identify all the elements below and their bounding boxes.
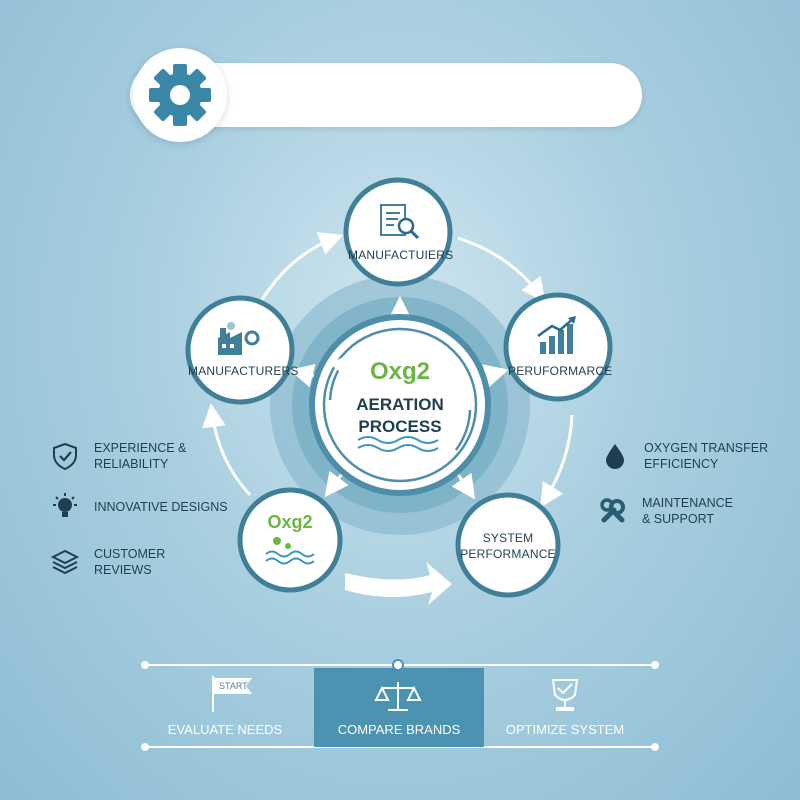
start-flag-icon: [212, 676, 252, 712]
cycle-arrows: [201, 232, 574, 508]
trophy-icon: [551, 679, 579, 711]
small-waves-icon: [265, 550, 315, 565]
step-evaluate-needs: EVALUATE NEEDS: [167, 722, 283, 737]
node-bottom-right-label: SYSTEM PERFORMANCE: [458, 530, 558, 562]
node-bottom-left-formula: Oxg2: [267, 512, 313, 532]
node-top-label: MANUFACTUIERS: [348, 248, 454, 262]
timeline: [141, 659, 659, 751]
water-drop-icon: [606, 444, 624, 469]
start-flag-label: START: [219, 681, 248, 691]
right-list-text-maintenance: MAINTENANCE & SUPPORT: [642, 496, 733, 526]
lightbulb-icon: [53, 493, 77, 517]
step-compare-brands: COMPARE BRANDS: [337, 722, 461, 737]
node-bottom-left: [237, 487, 343, 593]
node-right-label: PERUFORMARCE: [508, 364, 613, 378]
bar-chart-icon: [537, 316, 576, 354]
flow-arrow-bottom: [345, 562, 452, 605]
left-list-text-reviews: CUSTOMER REVIEWS: [94, 547, 166, 577]
node-bottom-right: [455, 492, 561, 598]
center-formula: Oxg2: [369, 358, 431, 385]
right-list-item-oxygen: OXYGEN TRANSFER EFFICIENCY: [600, 440, 800, 472]
center-title-line1: AERATION: [356, 395, 444, 414]
document-search-icon: [380, 204, 420, 240]
step-optimize-system: OPTIMIZE SYSTEM: [505, 722, 625, 737]
left-list-item-experience: EXPERIENCE & RELIABILITY: [50, 440, 234, 472]
right-list-item-maintenance: MAINTENANCE & SUPPORT: [598, 495, 782, 527]
node-left: [185, 295, 295, 405]
center-title-line2: PROCESS: [358, 417, 442, 436]
node-right: [503, 292, 613, 402]
node-bottom-right-line1: SYSTEM: [482, 531, 534, 545]
center-title: AERATION PROCESS: [320, 394, 480, 438]
node-left-label: MANUFACTURERS: [188, 364, 299, 378]
wrench-icon: [600, 498, 625, 523]
node-top: [343, 177, 453, 287]
node-bottom-right-line2: PERFORMANCE: [460, 547, 556, 561]
gear-icon: [149, 64, 211, 126]
header-gear-badge: [133, 48, 227, 142]
left-list-text-innovative: INNOVATIVE DESIGNS: [94, 500, 228, 514]
right-list-text-oxygen: OXYGEN TRANSFER EFFICIENCY: [644, 441, 769, 471]
left-list-item-innovative: INNOVATIVE DESIGNS: [50, 492, 234, 522]
center-circle: [309, 314, 491, 496]
shield-check-icon: [53, 442, 77, 471]
center-inner-ring: [322, 327, 478, 483]
center-waves-icon: [357, 436, 439, 452]
balance-scale-icon: [374, 682, 422, 711]
left-list-item-reviews: CUSTOMER REVIEWS: [50, 546, 234, 578]
layers-icon: [50, 549, 80, 575]
factory-gear-icon: [218, 322, 260, 355]
left-list-text-experience: EXPERIENCE & RELIABILITY: [94, 441, 187, 471]
